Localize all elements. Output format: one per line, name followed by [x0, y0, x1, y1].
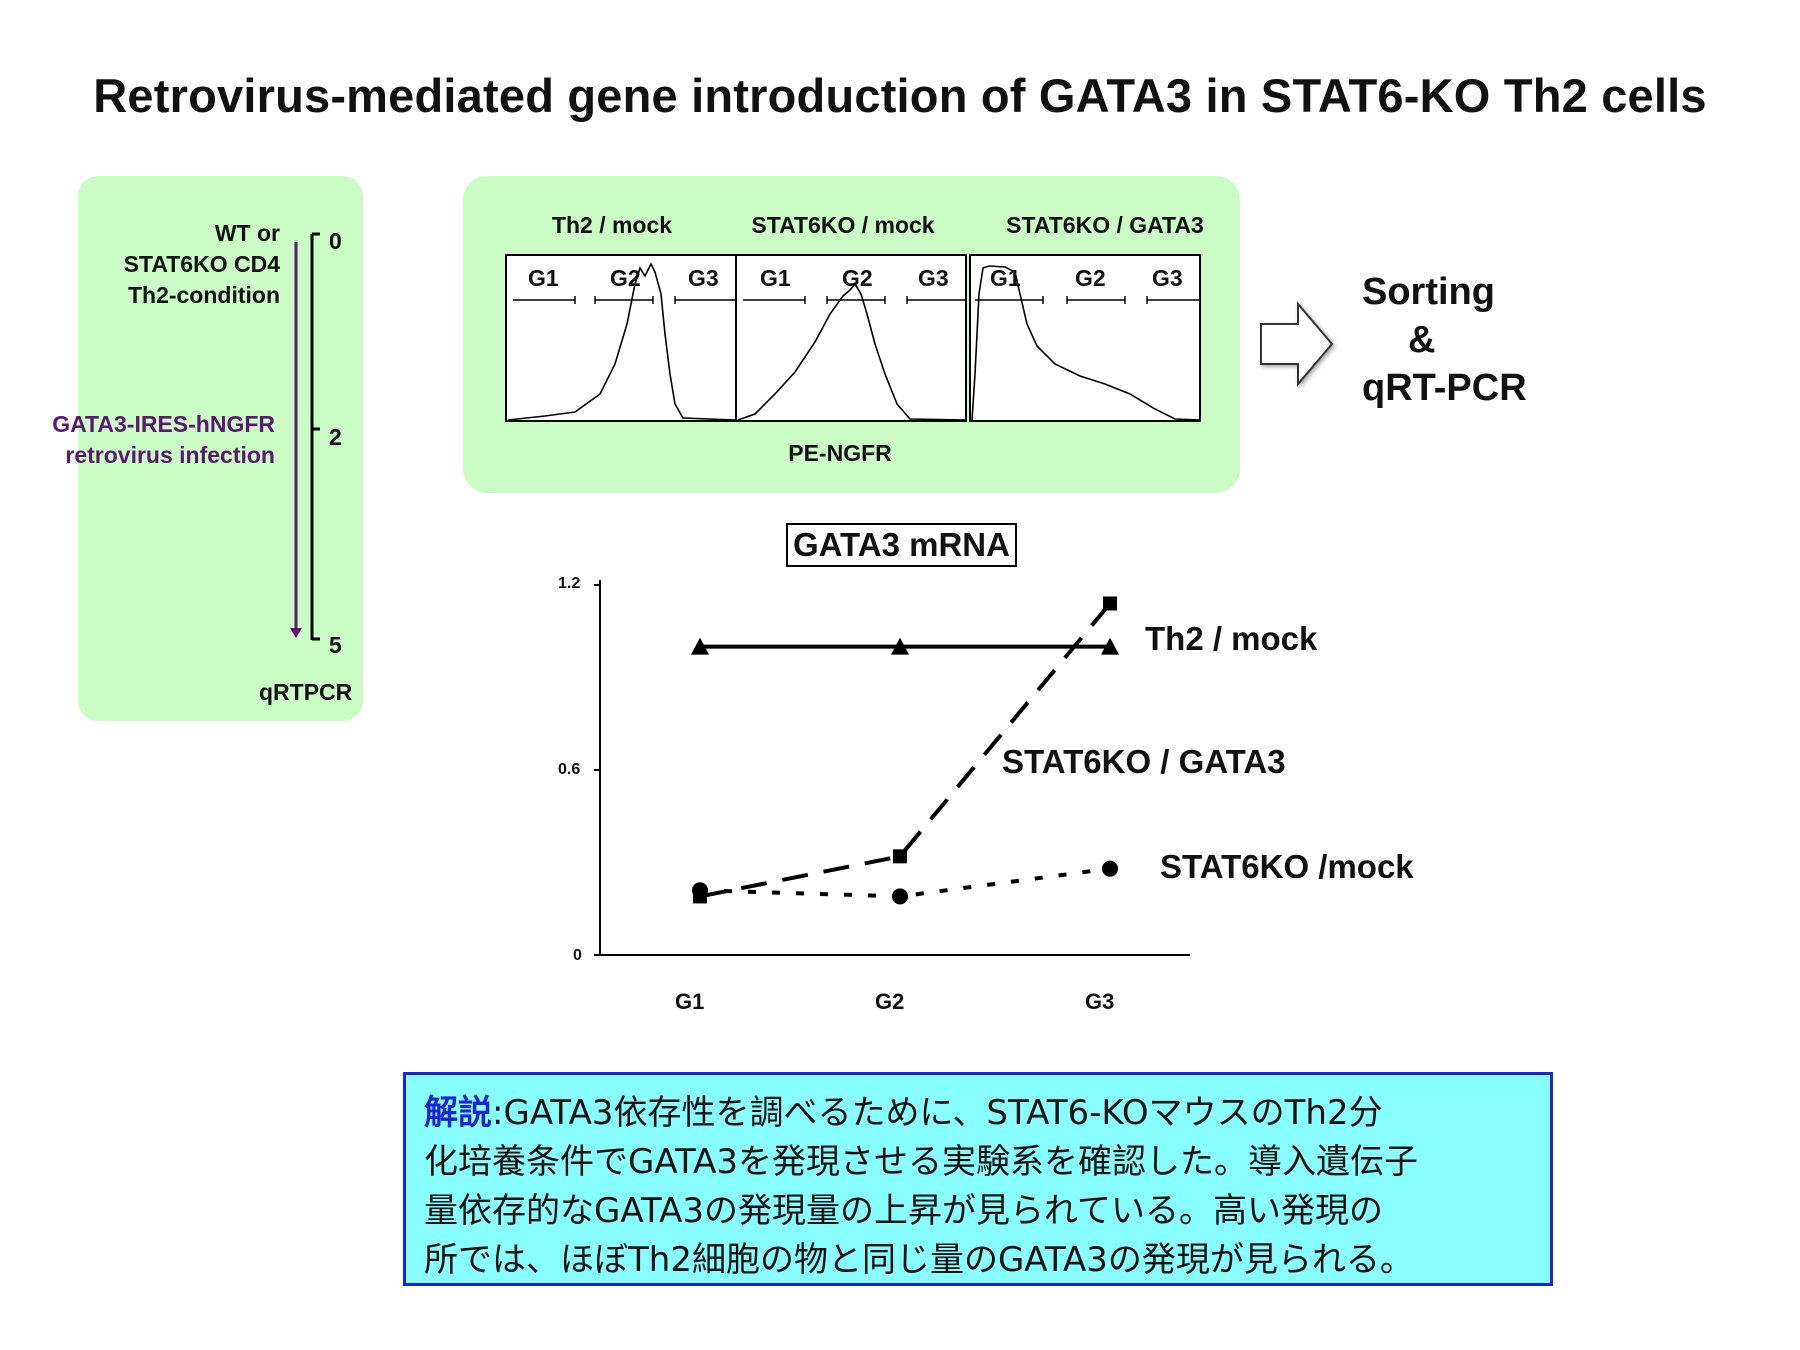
y-tick-label: 0.6 — [558, 761, 581, 778]
data-point-triangle — [891, 637, 909, 655]
gate-label: G1 — [760, 265, 791, 291]
series-label: Th2 / mock — [1145, 620, 1318, 657]
gate-bars — [513, 296, 1200, 304]
gate-label: G3 — [688, 265, 719, 291]
data-point-square — [1103, 596, 1117, 611]
right-arrow-icon — [1260, 301, 1334, 387]
note-heading: 解説 — [424, 1093, 492, 1133]
gate-label: G1 — [990, 265, 1021, 291]
histogram-plots — [505, 254, 1201, 422]
note-line-text: GATA3依存性を調べるために、STAT6-KOマウスのTh2分 — [503, 1093, 1383, 1133]
timeline-start-line: WT or — [214, 220, 280, 246]
gate-label: G2 — [610, 265, 641, 291]
data-point-square — [893, 849, 907, 864]
histogram-title: STAT6KO / mock — [751, 212, 935, 238]
infection-line: retrovirus infection — [65, 442, 275, 468]
page-title: Retrovirus-mediated gene introduction of… — [93, 69, 1707, 122]
day-label: 5 — [329, 632, 342, 658]
note-box: 解説:GATA3依存性を調べるために、STAT6-KOマウスのTh2分 化培養条… — [403, 1072, 1553, 1286]
series-label: STAT6KO /mock — [1160, 848, 1414, 885]
data-point-circle — [1102, 860, 1118, 877]
note-line: 解説:GATA3依存性を調べるために、STAT6-KOマウスのTh2分 — [424, 1089, 1532, 1138]
day-label: 0 — [329, 228, 342, 254]
timeline-start-line: STAT6KO CD4 — [123, 251, 280, 277]
histogram-frame — [735, 254, 967, 422]
x-category-label: G1 — [675, 989, 705, 1014]
data-point-circle — [692, 882, 708, 899]
histogram-xlabel: PE-NGFR — [788, 440, 892, 466]
note-line: 化培養条件でGATA3を発現させる実験系を確認した。導入遺伝子 — [424, 1142, 1418, 1182]
timeline-start-line: Th2-condition — [127, 282, 280, 308]
gate-label: G1 — [528, 265, 559, 291]
histogram-curve-stat6ko-gata3 — [971, 265, 1201, 421]
data-point-triangle — [691, 637, 709, 655]
sorting-line: & — [1408, 319, 1436, 361]
note-line: 量依存的なGATA3の発現量の上昇が見られている。高い発現の — [424, 1191, 1383, 1231]
histogram-curve-th2-mock — [507, 262, 736, 421]
x-category-label: G2 — [875, 989, 905, 1014]
histogram-curve-stat6ko-mock — [737, 282, 966, 421]
x-category-label: G3 — [1085, 989, 1115, 1014]
note-separator: : — [492, 1093, 504, 1133]
histogram-frame — [969, 254, 1201, 422]
timeline-arrowhead — [290, 628, 302, 638]
y-tick-label: 1.2 — [558, 575, 581, 592]
timeline-endpoint: qRTPCR — [259, 679, 353, 705]
note-line: 所では、ほぼTh2細胞の物と同じ量のGATA3の発現が見られる。 — [424, 1240, 1414, 1280]
timeline-diagram — [290, 232, 320, 641]
series-line — [699, 866, 1111, 899]
histogram-frame — [505, 254, 737, 422]
gate-label: G2 — [842, 265, 873, 291]
data-point-circle — [892, 888, 908, 905]
y-tick-label: 0 — [573, 947, 582, 964]
timeline-start-label: WT or STAT6KO CD4 Th2-condition — [60, 218, 280, 311]
infection-line: GATA3-IRES-hNGFR — [52, 411, 275, 437]
series-line — [699, 602, 1112, 899]
chart-title: GATA3 mRNA — [786, 523, 1017, 567]
histogram-curves — [507, 262, 1201, 421]
series-label: STAT6KO / GATA3 — [1002, 743, 1286, 780]
timeline-infection-label: GATA3-IRES-hNGFR retrovirus infection — [20, 409, 275, 471]
line-chart — [594, 580, 1190, 956]
histogram-title: Th2 / mock — [551, 212, 673, 238]
histogram-title: STAT6KO / GATA3 — [1006, 212, 1204, 238]
data-point-triangle — [1101, 637, 1119, 655]
sorting-label: Sorting & qRT-PCR — [1362, 268, 1527, 412]
day-label: 2 — [329, 424, 342, 450]
sorting-line: qRT-PCR — [1362, 367, 1527, 409]
gate-label: G3 — [1152, 265, 1183, 291]
gate-label: G2 — [1075, 265, 1106, 291]
sorting-line: Sorting — [1362, 271, 1495, 313]
timeline-panel — [78, 176, 363, 721]
gate-label: G3 — [918, 265, 949, 291]
